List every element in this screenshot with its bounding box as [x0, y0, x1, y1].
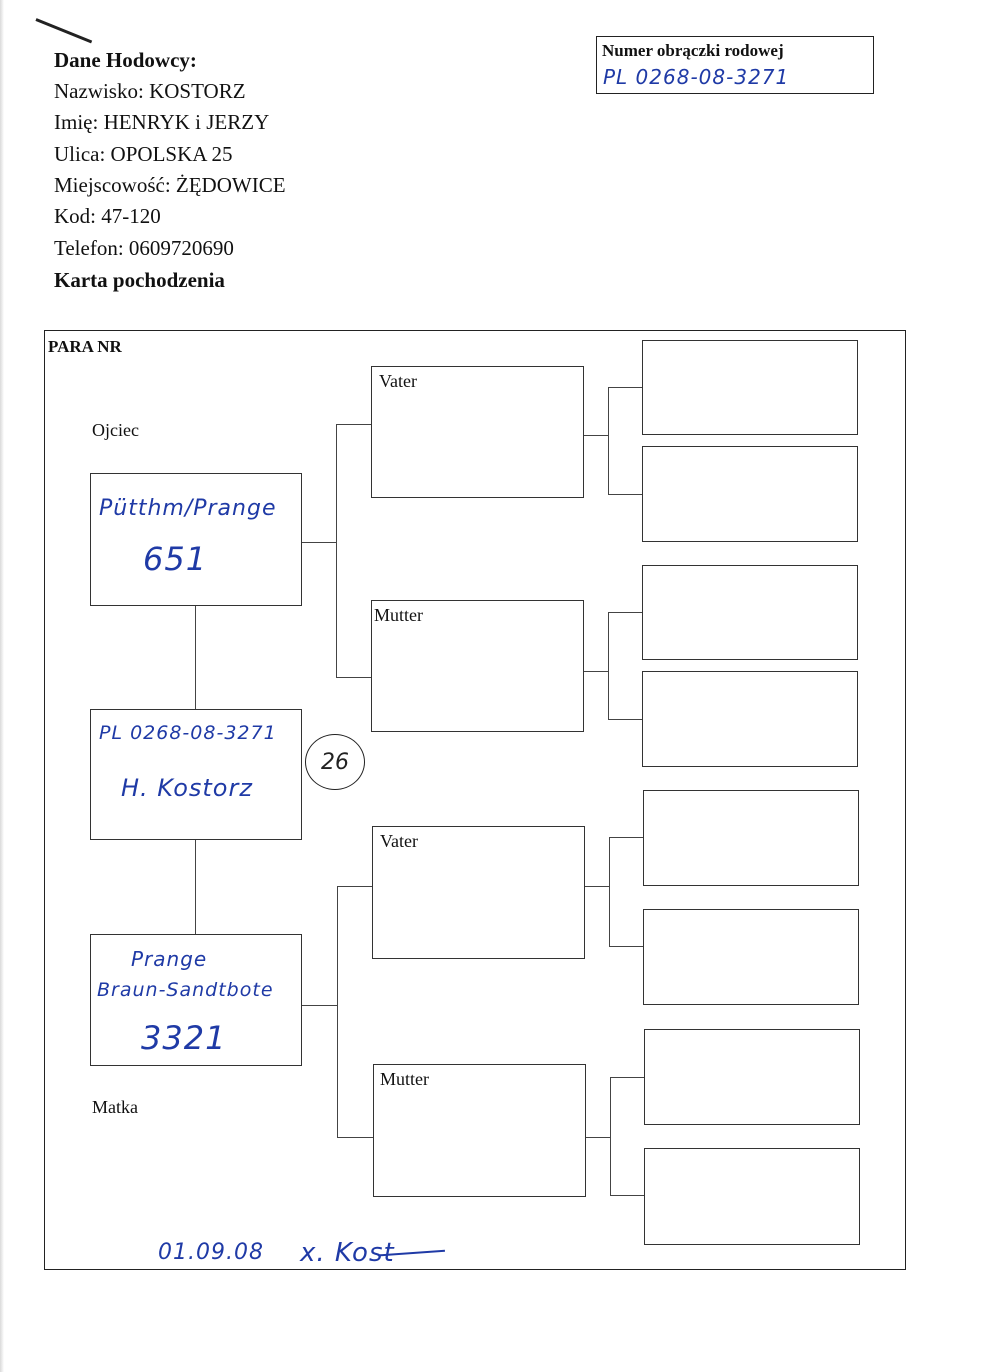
connector-mgd-out: [586, 1137, 610, 1138]
scan-edge: [0, 0, 4, 1372]
circle-note: 26: [305, 734, 365, 790]
connector-subject-mother: [195, 840, 196, 934]
paternal-sire-label: Vater: [379, 371, 417, 391]
connector-pgs-bracket: [608, 387, 609, 494]
connector-mgs-top: [609, 837, 643, 838]
paternal-sire-box: Vater: [371, 366, 584, 498]
mother-line3: 3321: [141, 1019, 227, 1057]
paternal-dam-label: Mutter: [374, 605, 423, 625]
connector-mother-bracket: [337, 886, 338, 1137]
connector-mother-to-dam: [337, 1137, 373, 1138]
pair-number-label: PARA NR: [48, 337, 122, 356]
mother-box: Prange Braun-Sandtbote 3321: [90, 934, 302, 1066]
connector-pgs-top: [608, 387, 642, 388]
connector-mgs-out: [585, 886, 609, 887]
great-grandparent-box-2: [642, 446, 858, 542]
connector-father-out: [302, 542, 336, 543]
connector-pgd-out: [584, 671, 608, 672]
breeder-first-name: Imię: HENRYK i JERZY: [54, 110, 270, 134]
maternal-sire-box: Vater: [372, 826, 585, 959]
ring-number-title: Numer obrączki rodowej: [602, 41, 784, 60]
breeder-phone: Telefon: 0609720690: [54, 236, 234, 260]
maternal-dam-label: Mutter: [380, 1069, 429, 1089]
mother-label: Matka: [92, 1097, 138, 1117]
circle-note-text: 26: [321, 749, 349, 775]
great-grandparent-box-1: [642, 340, 858, 435]
great-grandparent-box-5: [643, 790, 859, 886]
connector-mgd-bracket: [610, 1077, 611, 1195]
card-title: Karta pochodzenia: [54, 268, 225, 292]
connector-mgd-bottom: [610, 1195, 644, 1196]
maternal-dam-box: Mutter: [373, 1064, 586, 1197]
connector-mother-to-sire: [337, 886, 373, 887]
connector-mgs-bracket: [609, 837, 610, 946]
ring-number-box: Numer obrączki rodowej PL 0268-08-3271: [596, 36, 874, 94]
great-grandparent-box-7: [644, 1029, 860, 1125]
breeder-postal-code: Kod: 47-120: [54, 204, 161, 228]
father-line1: Pütthm/Prange: [99, 496, 277, 521]
connector-pgs-out: [584, 435, 608, 436]
great-grandparent-box-6: [643, 909, 859, 1005]
connector-mgd-top: [610, 1077, 644, 1078]
pen-mark: [35, 18, 93, 44]
connector-pgd-bracket: [608, 612, 609, 719]
connector-father-bracket: [336, 424, 337, 677]
connector-father-to-dam: [336, 677, 372, 678]
connector-mgs-bottom: [609, 946, 643, 947]
breeder-surname: Nazwisko: KOSTORZ: [54, 79, 246, 103]
subject-ring: PL 0268-08-3271: [99, 722, 277, 744]
breeder-heading: Dane Hodowcy:: [54, 48, 197, 72]
great-grandparent-box-4: [642, 671, 858, 767]
subject-owner: H. Kostorz: [121, 774, 253, 802]
maternal-sire-label: Vater: [380, 831, 418, 851]
connector-pgd-top: [608, 612, 642, 613]
subject-box: PL 0268-08-3271 H. Kostorz: [90, 709, 302, 840]
ring-number-value: PL 0268-08-3271: [603, 65, 790, 89]
father-line2: 651: [143, 540, 208, 578]
mother-line2: Braun-Sandtbote: [97, 979, 274, 1001]
great-grandparent-box-8: [644, 1148, 860, 1245]
connector-father-subject: [195, 606, 196, 709]
paternal-dam-box: Mutter: [371, 600, 584, 732]
signature-date: 01.09.08: [158, 1240, 264, 1265]
great-grandparent-box-3: [642, 565, 858, 660]
signature-name: x. Kost: [300, 1238, 395, 1268]
connector-father-to-sire: [336, 424, 372, 425]
mother-line1: Prange: [131, 947, 208, 971]
father-label: Ojciec: [92, 420, 139, 440]
breeder-city: Miejscowość: ŻĘDOWICE: [54, 173, 286, 197]
connector-mother-out: [302, 1005, 337, 1006]
breeder-street: Ulica: OPOLSKA 25: [54, 142, 233, 166]
father-box: Pütthm/Prange 651: [90, 473, 302, 606]
connector-pgs-bottom: [608, 494, 642, 495]
connector-pgd-bottom: [608, 719, 642, 720]
